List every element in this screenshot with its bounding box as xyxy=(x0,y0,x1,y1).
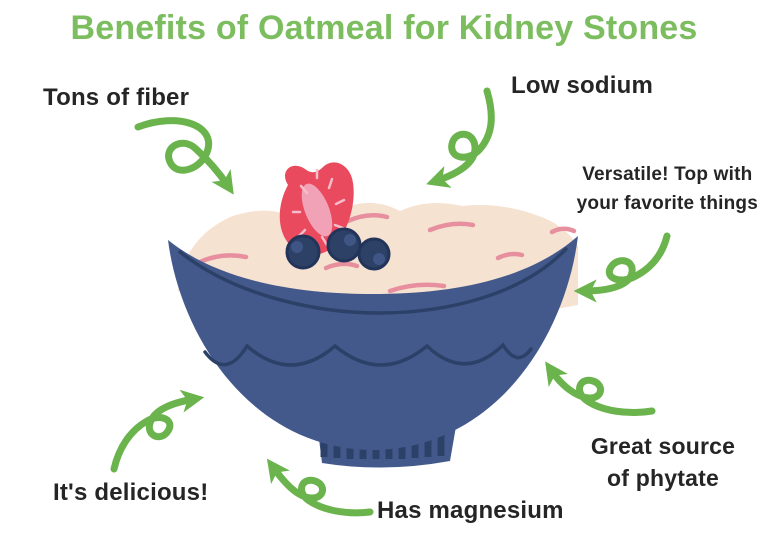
label-tons-of-fiber: Tons of fiber xyxy=(43,84,190,111)
bowl-body xyxy=(168,236,578,450)
label-versatile-line2: your favorite things xyxy=(576,193,758,215)
phytate-curly-arrow-icon xyxy=(545,361,656,416)
blueberry xyxy=(285,234,321,270)
blueberry-highlight xyxy=(344,234,356,246)
label-low-sodium: Low sodium xyxy=(511,72,653,99)
bowl-scallop-line xyxy=(203,342,533,367)
label-has-magnesium: Has magnesium xyxy=(377,497,564,524)
oatmeal-swirl-dashes xyxy=(197,212,577,294)
blueberries-icon xyxy=(285,227,391,271)
magnesium-curly-arrow-icon xyxy=(266,458,374,517)
label-its-delicious: It's delicious! xyxy=(53,479,209,506)
blueberry xyxy=(357,237,391,271)
fiber-curly-arrow-icon xyxy=(134,117,234,195)
label-versatile-line1: Versatile! Top with xyxy=(582,164,753,185)
blueberry xyxy=(326,227,362,263)
versatile-curly-arrow-icon xyxy=(573,232,671,303)
label-great-source-of-phytate: Great source of phytate xyxy=(572,430,754,494)
label-phytate-line2: of phytate xyxy=(607,465,719,492)
label-phytate-line1: Great source xyxy=(590,433,736,459)
label-versatile: Versatile! Top with your favorite things xyxy=(577,160,758,219)
blueberry-highlight xyxy=(373,253,385,265)
sodium-curly-arrow-icon xyxy=(426,87,495,188)
delicious-curly-arrow-icon xyxy=(110,389,205,473)
page-title: Benefits of Oatmeal for Kidney Stones xyxy=(70,9,698,47)
arrows xyxy=(110,87,671,517)
bowl-rim-line xyxy=(178,247,568,315)
blueberry-highlight xyxy=(291,241,303,253)
